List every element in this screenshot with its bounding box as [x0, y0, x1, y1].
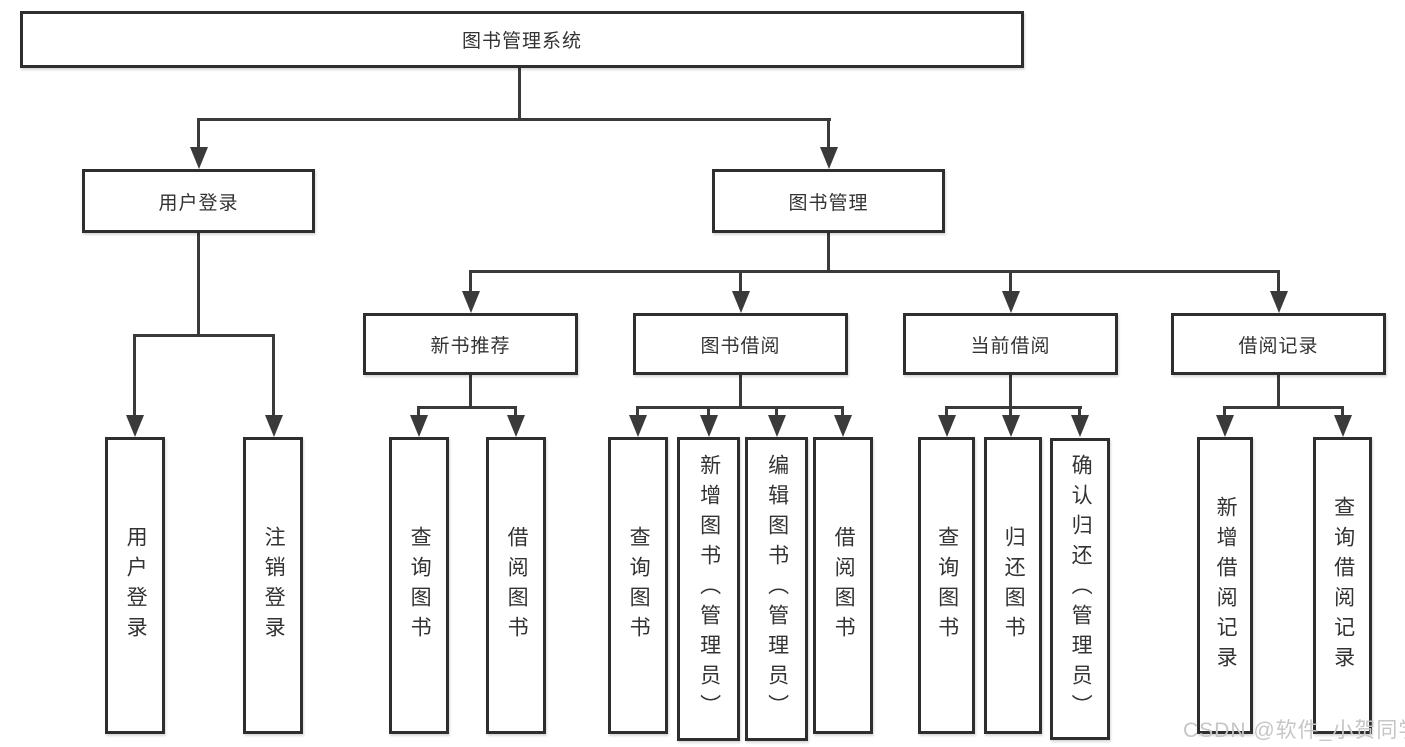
- arrow-down-icon: [126, 415, 144, 437]
- node-book-management: 图书管理: [712, 169, 945, 233]
- arrow-down-icon: [265, 415, 283, 437]
- connector-line: [272, 334, 275, 417]
- connector-line: [518, 68, 521, 120]
- arrow-down-icon: [820, 147, 838, 169]
- arrow-down-icon: [462, 291, 480, 313]
- connector-line: [1341, 406, 1344, 417]
- connector-line: [197, 118, 200, 148]
- node-user-login: 用户登录: [82, 169, 315, 233]
- node-label: 新增图书（管理员）: [697, 454, 721, 724]
- connector-line: [1277, 375, 1280, 408]
- connector-line: [1224, 406, 1343, 409]
- connector-line: [1277, 270, 1280, 293]
- node-label: 查询图书: [408, 525, 432, 646]
- node-root: 图书管理系统: [20, 11, 1024, 68]
- arrow-down-icon: [1071, 415, 1089, 437]
- connector-line: [945, 406, 1082, 409]
- node-label: 归还图书: [1002, 525, 1026, 646]
- connector-line: [739, 375, 742, 408]
- arrow-down-icon: [1334, 415, 1352, 437]
- watermark: CSDN @软件_小贺同学: [1183, 719, 1405, 742]
- leaf-edit-book-admin: 编辑图书（管理员）: [745, 437, 808, 741]
- leaf-query-books-borrow: 查询图书: [608, 437, 668, 734]
- node-label: 注销登录: [262, 525, 286, 646]
- arrow-down-icon: [190, 147, 208, 169]
- arrow-down-icon: [1002, 291, 1020, 313]
- node-label: 新增借阅记录: [1214, 495, 1238, 676]
- node-label: 借阅图书: [832, 525, 856, 646]
- leaf-query-borrow-record: 查询借阅记录: [1313, 437, 1372, 734]
- connector-line: [707, 406, 710, 417]
- connector-line: [469, 270, 1280, 273]
- arrow-down-icon: [629, 415, 647, 437]
- arrow-down-icon: [1270, 291, 1288, 313]
- connector-line: [1223, 406, 1226, 417]
- leaf-add-book-admin: 新增图书（管理员）: [677, 437, 740, 741]
- leaf-borrow-books-recommend: 借阅图书: [486, 437, 546, 734]
- node-label: 当前借阅: [970, 335, 1051, 357]
- node-borrow-records: 借阅记录: [1171, 313, 1386, 375]
- connector-line: [1078, 406, 1081, 417]
- node-label: 图书借阅: [700, 335, 781, 357]
- connector-line: [133, 334, 136, 417]
- node-label: 用户登录: [124, 525, 148, 646]
- node-new-book-recommend: 新书推荐: [363, 313, 578, 375]
- arrow-down-icon: [1002, 415, 1020, 437]
- node-label: 新书推荐: [430, 335, 511, 357]
- arrow-down-icon: [834, 415, 852, 437]
- leaf-confirm-return-admin: 确认归还（管理员）: [1050, 438, 1110, 740]
- connector-line: [417, 406, 420, 417]
- node-label: 借阅图书: [505, 525, 529, 646]
- connector-line: [197, 233, 200, 336]
- connector-line: [739, 270, 742, 293]
- connector-line: [514, 406, 517, 417]
- connector-line: [469, 375, 472, 408]
- connector-line: [775, 406, 778, 417]
- connector-line: [636, 406, 843, 409]
- connector-line: [945, 406, 948, 417]
- connector-line: [827, 233, 830, 272]
- node-label: 查询借阅记录: [1331, 495, 1355, 676]
- leaf-borrow-books: 借阅图书: [813, 437, 873, 734]
- leaf-return-book: 归还图书: [984, 437, 1042, 734]
- leaf-user-login: 用户登录: [105, 437, 165, 734]
- node-label: 用户登录: [158, 192, 239, 214]
- leaf-query-books-current: 查询图书: [918, 437, 975, 734]
- arrow-down-icon: [732, 291, 750, 313]
- leaf-query-books-recommend: 查询图书: [389, 437, 449, 734]
- leaf-add-borrow-record: 新增借阅记录: [1197, 437, 1253, 734]
- leaf-logout: 注销登录: [243, 437, 303, 734]
- connector-line: [636, 406, 639, 417]
- arrow-down-icon: [410, 415, 428, 437]
- node-label: 确认归还（管理员）: [1069, 454, 1093, 724]
- node-label: 查询图书: [935, 525, 959, 646]
- connector-line: [417, 406, 517, 409]
- connector-line: [1009, 406, 1012, 417]
- node-book-borrow: 图书借阅: [633, 313, 848, 375]
- arrow-down-icon: [768, 415, 786, 437]
- node-label: 图书管理系统: [461, 31, 582, 52]
- connector-line: [133, 334, 275, 337]
- node-label: 编辑图书（管理员）: [765, 454, 789, 724]
- arrow-down-icon: [938, 415, 956, 437]
- connector-line: [841, 406, 844, 417]
- connector-line: [469, 270, 472, 293]
- node-label: 借阅记录: [1238, 335, 1319, 357]
- node-label: 查询图书: [627, 525, 651, 646]
- arrow-down-icon: [1216, 415, 1234, 437]
- connector-line: [1009, 270, 1012, 293]
- connector-line: [197, 118, 831, 121]
- node-label: 图书管理: [788, 192, 869, 214]
- arrow-down-icon: [700, 415, 718, 437]
- connector-line: [827, 118, 830, 148]
- node-current-borrow: 当前借阅: [903, 313, 1118, 375]
- connector-line: [1009, 375, 1012, 408]
- arrow-down-icon: [507, 415, 525, 437]
